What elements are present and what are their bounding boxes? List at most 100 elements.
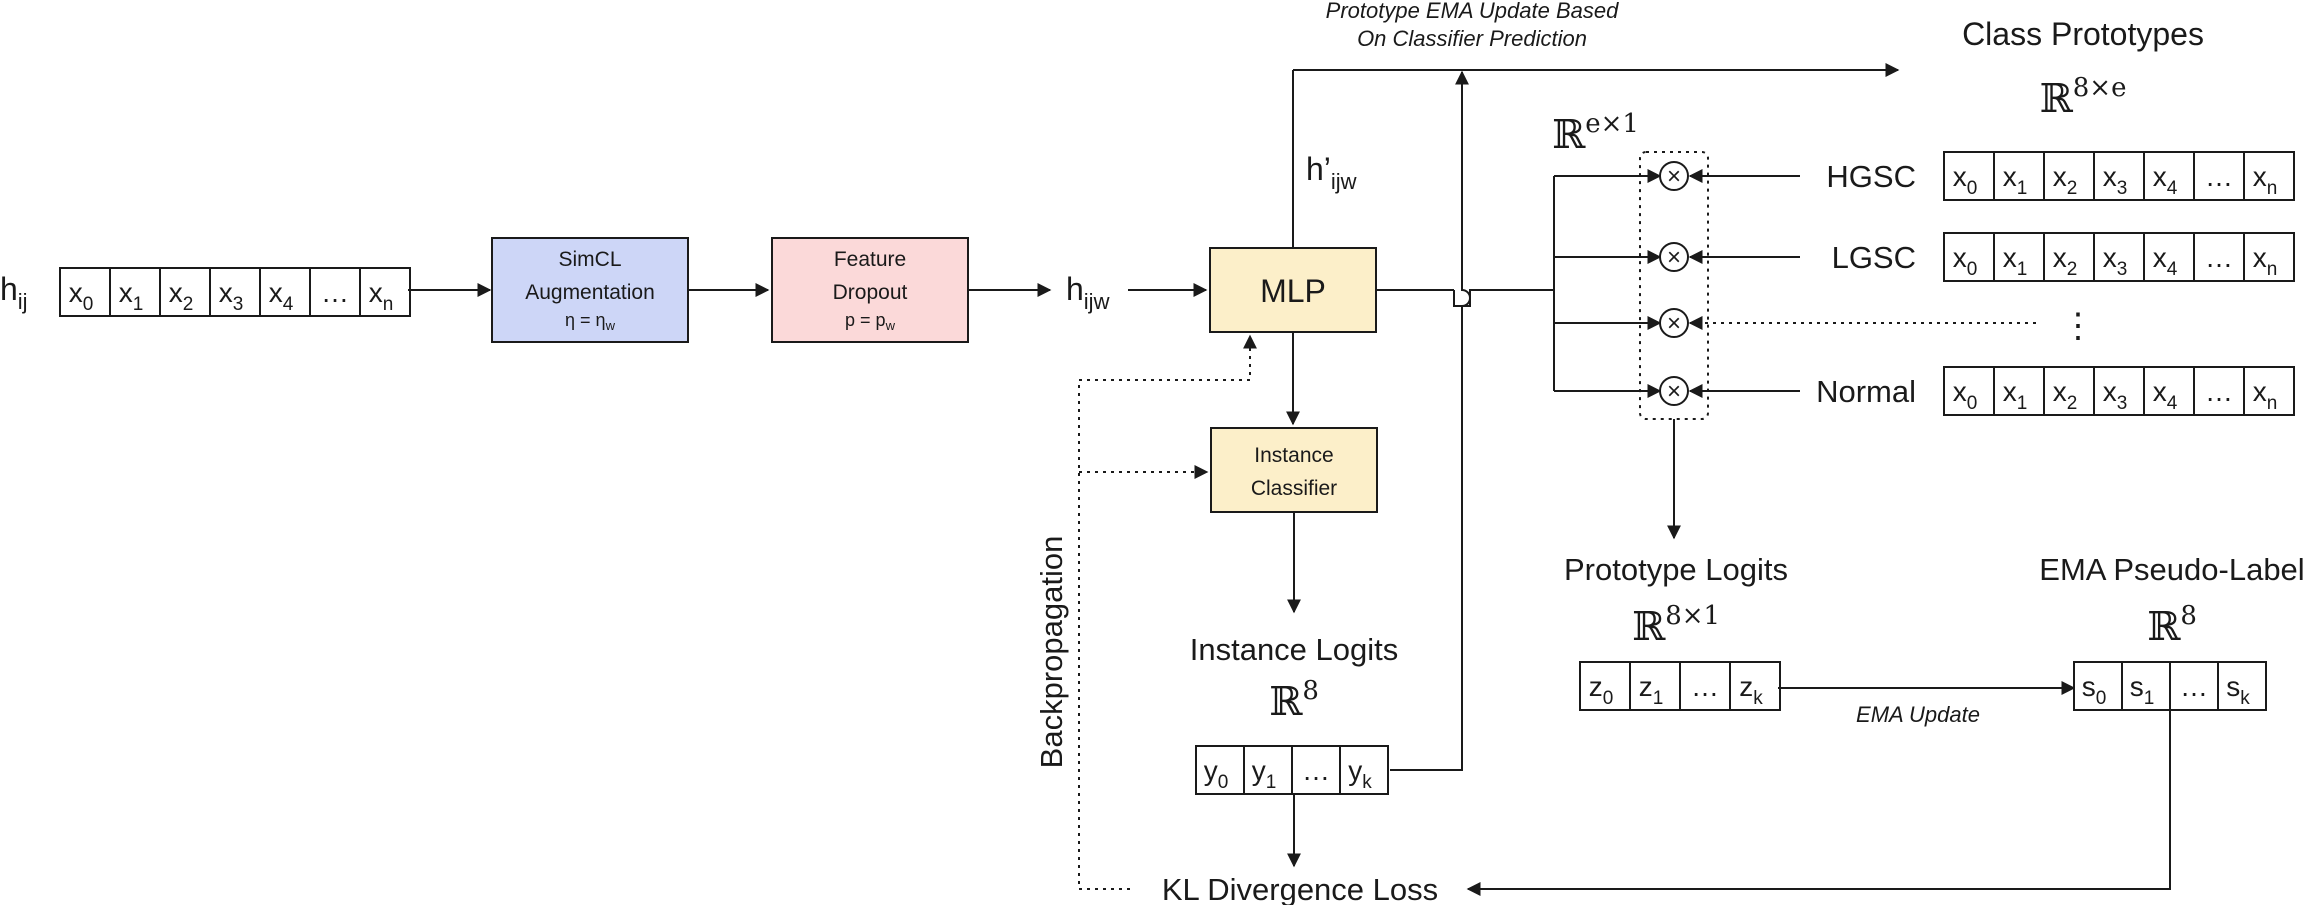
ema-update-label: EMA Update (1856, 702, 1980, 727)
vector-cell (1243, 745, 1293, 795)
vector-cell-label: xn (369, 277, 394, 315)
vector-cell-label: x1 (2003, 242, 2028, 280)
multiply-symbol: × (1667, 244, 1681, 271)
vector-cell-subscript: k (1753, 688, 1763, 709)
multiply-symbol: × (1667, 378, 1681, 405)
simcl-title-2: Augmentation (525, 281, 655, 304)
dropout-title-2: Dropout (833, 281, 908, 304)
vector-cell (1943, 151, 1995, 201)
vector-cell (2243, 232, 2295, 282)
simcl-augmentation-box: SimCL Augmentation η = ηw (491, 237, 689, 343)
vector-cell (1943, 366, 1995, 416)
dropout-param: p = pw (845, 310, 896, 333)
dropout-title-1: Feature (834, 248, 906, 271)
vector-cell-label: s1 (2130, 671, 2155, 709)
vector-cell-subscript: 0 (1967, 178, 1978, 199)
vector-cell-label: … (2205, 161, 2233, 192)
vector-cell (2121, 661, 2171, 711)
vector-cell (2143, 232, 2195, 282)
vector-cell-subscript: n (2267, 393, 2278, 414)
vector-cell-subscript: 1 (2144, 688, 2155, 709)
vector-cell-subscript: k (1362, 772, 1372, 793)
vector-cell-label: x2 (2053, 161, 2078, 199)
vector-cell-label: z1 (1639, 671, 1664, 709)
vector-cell-label: x4 (2153, 376, 2178, 414)
vector-cell-label: xn (2253, 376, 2278, 414)
vector-cell (1339, 745, 1389, 795)
vector-cell (1993, 366, 2045, 416)
vector-cell-label: x3 (219, 277, 244, 315)
vector-cell (2043, 151, 2095, 201)
vector-cell (2243, 366, 2295, 416)
vector-cell-subscript: 1 (1266, 772, 1277, 793)
class-prototypes-title: Class Prototypes (1962, 16, 2204, 52)
vector-cell-label: … (1302, 755, 1330, 786)
hijw-label: hijw (1066, 271, 1110, 314)
class-prototypes-space: ℝ8×e (2040, 73, 2127, 122)
vector-cell-label: x3 (2103, 242, 2128, 280)
vector-cell-subscript: 0 (1218, 772, 1229, 793)
prototype-row-label: LGSC (1832, 240, 1916, 275)
vector-cell-label: x0 (1953, 242, 1978, 280)
vector-cell-label: xn (2253, 161, 2278, 199)
instance-classifier-box: Instance Classifier (1210, 427, 1378, 513)
input-label: hij (0, 271, 28, 314)
vector-cell (2217, 661, 2267, 711)
vector-cell (1729, 661, 1781, 711)
vector-cell-subscript: 3 (2117, 393, 2128, 414)
vector-cell-label: x0 (1953, 161, 1978, 199)
vector-cell-subscript: 0 (2096, 688, 2107, 709)
vector-cell (209, 267, 261, 317)
prototype-logits-title: Prototype Logits (1564, 552, 1788, 587)
backprop-line (1078, 334, 1257, 890)
mlp-box-bg (1209, 247, 1377, 333)
vector-cell-subscript: 4 (2167, 259, 2178, 280)
multiplier-group (1639, 151, 1709, 420)
vector-cell (1629, 661, 1681, 711)
vector-cell-subscript: 2 (183, 294, 194, 315)
vector-cell-subscript: n (383, 294, 394, 315)
vector-cell-label: x0 (69, 277, 94, 315)
vector-cell (2243, 151, 2295, 201)
vector-cell-label: s0 (2082, 671, 2107, 709)
prototype-row-label: HGSC (1826, 159, 1916, 194)
vector-cell (2143, 366, 2195, 416)
vector-cell (2043, 232, 2095, 282)
vector-cell-subscript: k (2240, 688, 2250, 709)
vector-cell (159, 267, 211, 317)
ema-top-line-2: On Classifier Prediction (1357, 26, 1587, 51)
line-mlp-hop (1453, 289, 1554, 307)
vector-cell-subscript: n (2267, 178, 2278, 199)
vector-cell (359, 267, 411, 317)
instance-logits-space: ℝ8 (1269, 676, 1319, 725)
vector-cell-label: x2 (2053, 242, 2078, 280)
mlp-label: MLP (1260, 273, 1326, 309)
hprime-label: h’ijw (1306, 151, 1357, 194)
line-pseudo-to-kl (1466, 710, 2171, 896)
mlp-box: MLP (1209, 247, 1377, 333)
vector-cell-label: … (2180, 671, 2208, 702)
classifier-box-bg (1210, 427, 1378, 513)
multiply-node (1659, 242, 1689, 272)
vector-cell (309, 267, 361, 317)
prototype-row-label: Normal (1816, 374, 1916, 409)
vector-cell-subscript: 4 (2167, 393, 2178, 414)
pseudo-label-space: ℝ8 (2147, 601, 2197, 650)
classifier-line-1: Instance (1254, 444, 1333, 467)
vector-cell-subscript: 3 (233, 294, 244, 315)
vector-cell-label: x0 (1953, 376, 1978, 414)
vector-cell-subscript: 1 (2017, 393, 2028, 414)
vector-cell-label: x2 (2053, 376, 2078, 414)
vector-cell-label: … (1691, 671, 1719, 702)
vector-cell-subscript: 2 (2067, 178, 2078, 199)
ema-top-line-1: Prototype EMA Update Based (1326, 0, 1619, 23)
vector-cell-subscript: 3 (2117, 259, 2128, 280)
mult-space-label: ℝe×1 (1552, 109, 1639, 158)
vector-cell-label: x4 (2153, 242, 2178, 280)
pseudo-label-title: EMA Pseudo-Label (2039, 552, 2304, 587)
